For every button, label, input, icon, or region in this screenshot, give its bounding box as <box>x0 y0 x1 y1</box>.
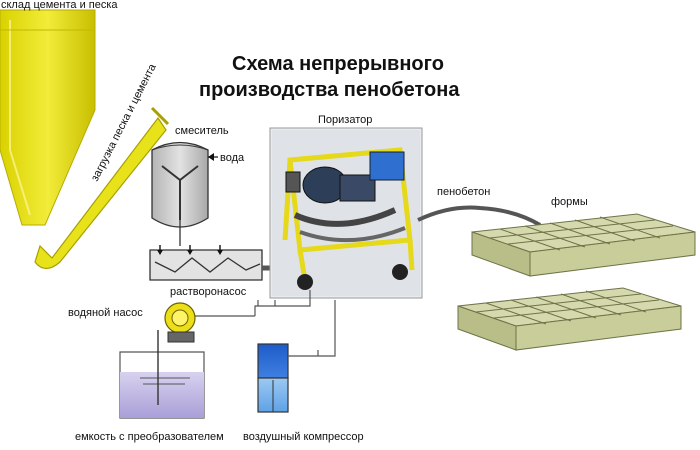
form-upper <box>471 213 696 277</box>
piping <box>254 290 336 357</box>
water-pump <box>164 302 255 343</box>
diagram-title-line1: Схема непрерывного <box>232 53 444 75</box>
mortar-pump <box>149 245 285 281</box>
porizator-machine <box>269 127 423 299</box>
foam-concrete-hose <box>417 205 542 227</box>
silo <box>0 9 96 226</box>
air-compressor <box>257 343 289 413</box>
form-lower <box>457 287 682 351</box>
forms-label: формы <box>551 196 588 208</box>
mixer <box>151 141 209 246</box>
silo-label: склад цемента и песка <box>1 0 118 11</box>
tank <box>119 330 205 419</box>
water-arrow <box>208 153 218 161</box>
foam-concrete-label: пенобетон <box>437 186 490 198</box>
mortar-pump-label: растворонасос <box>170 286 247 298</box>
tank-label: емкость с преобразователем <box>75 431 224 443</box>
mixer-label: смеситель <box>175 125 229 137</box>
water-label: вода <box>220 152 245 164</box>
compressor-label: воздушный компрессор <box>243 431 364 443</box>
diagram-title-line2: производства пенобетона <box>199 79 460 101</box>
conveyor <box>34 106 170 270</box>
water-pump-label: водяной насос <box>68 307 143 319</box>
porizator-label: Поризатор <box>318 114 372 126</box>
